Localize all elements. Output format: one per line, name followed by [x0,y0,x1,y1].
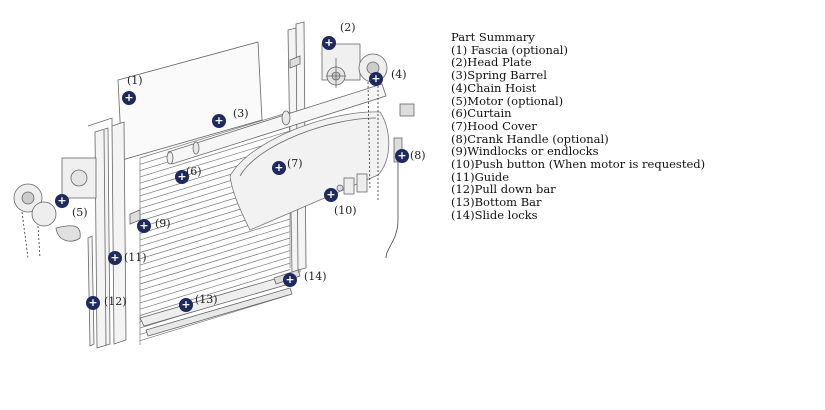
curtain-slat [139,294,291,342]
curtain-slat [139,231,291,279]
plus-circle-icon: + [57,194,67,207]
curtain-slat [139,225,291,272]
callout-2: (2) [340,21,356,34]
plus-circle-icon: + [177,170,187,183]
part-summary-item: (13)Bottom Bar [451,195,542,210]
plus-circle-icon: + [274,161,284,174]
curtain-slat [139,256,291,304]
part-summary-item: (2)Head Plate [451,55,532,70]
callout-6: (6) [186,165,202,178]
part-summary-item: (5)Motor (optional) [451,93,564,108]
plus-circle-icon: + [326,188,336,201]
hotspot-2-head-plate[interactable]: + [322,36,336,50]
part-summary-item: (10)Push button (When motor is requested… [451,157,706,172]
curtain-slat [139,111,291,159]
hotspot-12-pull-down-bar[interactable]: + [86,296,100,310]
part-summary-item: (14)Slide locks [451,207,538,222]
curtain-slat [139,130,291,178]
plus-circle-icon: + [181,298,191,311]
spring-barrel [166,83,387,165]
part-summary-item: (12)Pull down bar [451,182,556,197]
plus-circle-icon: + [214,114,224,127]
plus-circle-icon: + [139,219,149,232]
part-summary-item: (3)Spring Barrel [451,68,547,83]
hotspot-9-windlocks[interactable]: + [137,219,151,233]
hotspot-11-guide[interactable]: + [108,251,122,265]
curtain-slat [139,243,291,291]
crank-handle [385,103,415,259]
part-summary-item: (9)Windlocks or endlocks [451,144,599,159]
curtain-slat [139,262,291,310]
part-summary-title: Part Summary [451,30,535,44]
hotspot-6-curtain[interactable]: + [175,170,189,184]
plus-circle-icon: + [110,251,120,264]
hood-cover [229,111,390,231]
part-summary-item: (8)Crank Handle (optional) [451,131,609,146]
callout-4: (4) [391,68,407,81]
part-summary-item: (6)Curtain [451,106,512,121]
push-button [336,173,368,195]
callout-3: (3) [233,107,249,120]
curtain-slat [139,237,291,285]
callout-14: (14) [304,270,327,283]
hotspot-8-crank-handle[interactable]: + [395,149,409,163]
hotspot-3-spring-barrel[interactable]: + [212,114,226,128]
plus-circle-icon: + [124,91,134,104]
part-summary-item: (4)Chain Hoist [451,80,537,95]
plus-circle-icon: + [324,36,334,49]
callout-8: (8) [410,149,426,162]
part-summary-item: (11)Guide [451,169,510,184]
callout-9: (9) [155,217,171,230]
motor-assembly [13,157,97,259]
hotspot-14-slide-locks[interactable]: + [283,273,297,287]
curtain-slat [139,269,291,316]
plus-circle-icon: + [88,296,98,309]
callout-5: (5) [72,206,88,219]
plus-circle-icon: + [285,273,295,286]
plus-circle-icon: + [397,149,407,162]
curtain-slat [139,250,291,297]
left-guide-rail [87,117,127,349]
callout-12: (12) [104,295,127,308]
hotspot-10-push-button[interactable]: + [324,188,338,202]
head-plate [321,43,361,88]
plus-circle-icon: + [371,72,381,85]
hotspot-7-hood-cover[interactable]: + [272,161,286,175]
callout-7: (7) [287,157,303,170]
part-summary: Part Summary (1) Fascia (optional) (2)He… [451,31,705,222]
hotspot-13-bottom-bar[interactable]: + [179,298,193,312]
callout-13: (13) [195,293,218,306]
hotspot-1-fascia[interactable]: + [122,91,136,105]
part-summary-item: (7)Hood Cover [451,118,537,133]
part-summary-item: (1) Fascia (optional) [451,42,568,57]
callout-11: (11) [124,251,147,264]
hotspot-5-motor[interactable]: + [55,194,69,208]
curtain-slat [139,218,291,266]
bottom-bar [87,235,297,347]
callout-1: (1) [127,74,143,87]
hotspot-4-chain-hoist[interactable]: + [369,72,383,86]
callout-10: (10) [334,204,357,217]
